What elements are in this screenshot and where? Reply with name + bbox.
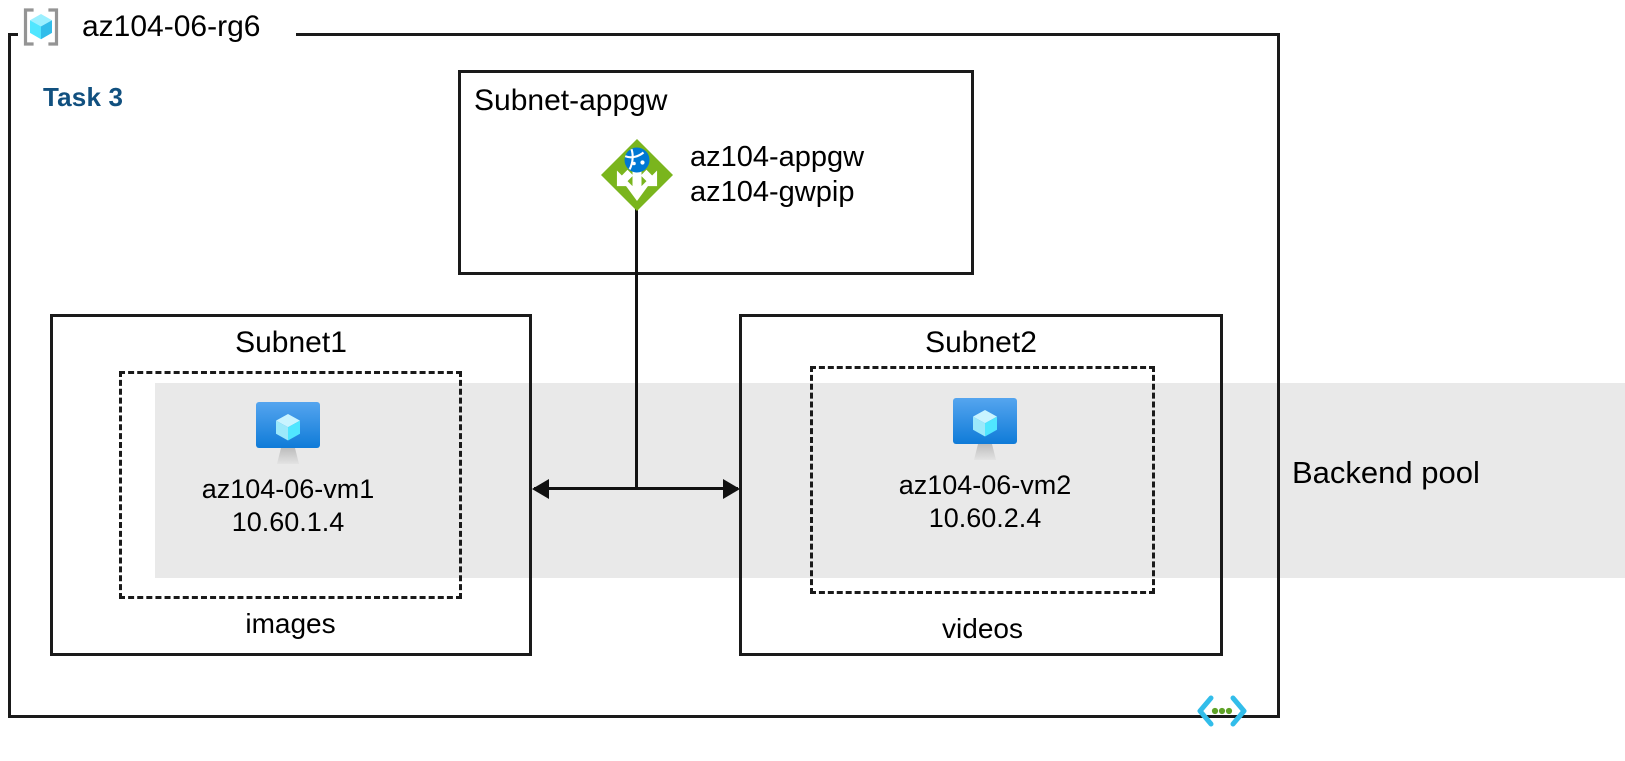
resource-group-title: az104-06-rg6 [76,12,267,42]
code-brackets-icon [1196,692,1248,730]
rg-border-top-right [296,33,1280,36]
vm1-name: az104-06-vm1 [201,474,375,504]
virtual-machine-icon [947,398,1023,468]
vm2-name: az104-06-vm2 [898,470,1072,500]
vm1-node: az104-06-vm1 10.60.1.4 [178,400,398,539]
resource-group-icon [18,4,64,50]
subnet1-tier-label: images [245,608,336,639]
rg-border-left [8,33,11,718]
application-gateway-icon [598,136,676,214]
arrow-head-right [723,479,740,499]
vm1-ip: 10.60.1.4 [231,506,345,537]
backend-pool-label: Backend pool [1292,455,1480,490]
resource-group-header: az104-06-rg6 [18,4,267,50]
subnet1-box [50,314,532,656]
subnet1-title: Subnet1 [235,326,347,359]
subnet2-inner-dashed-box [810,366,1155,594]
vm2-ip: 10.60.2.4 [928,502,1042,533]
arrow-head-left [532,479,549,499]
subnet2-title: Subnet2 [925,326,1037,359]
application-gateway-name: az104-appgw [690,140,865,173]
subnet2-box [739,314,1223,656]
subnet-appgw-title: Subnet-appgw [474,84,668,117]
appgw-to-backend-connector [635,203,638,488]
vm2-node: az104-06-vm2 10.60.2.4 [875,396,1095,535]
task-label: Task 3 [43,82,124,112]
subnet1-subnet2-connector [534,487,738,490]
virtual-machine-icon [250,402,326,472]
application-gateway-public-ip: az104-gwpip [690,176,855,208]
rg-border-right [1277,33,1280,718]
application-gateway-node: az104-appgw az104-gwpip [598,136,864,214]
backend-pool-band [155,383,1625,578]
rg-border-bottom [8,715,1280,718]
subnet2-tier-label: videos [942,613,1023,644]
subnet-appgw-box [458,70,974,275]
subnet1-inner-dashed-box [119,371,462,599]
